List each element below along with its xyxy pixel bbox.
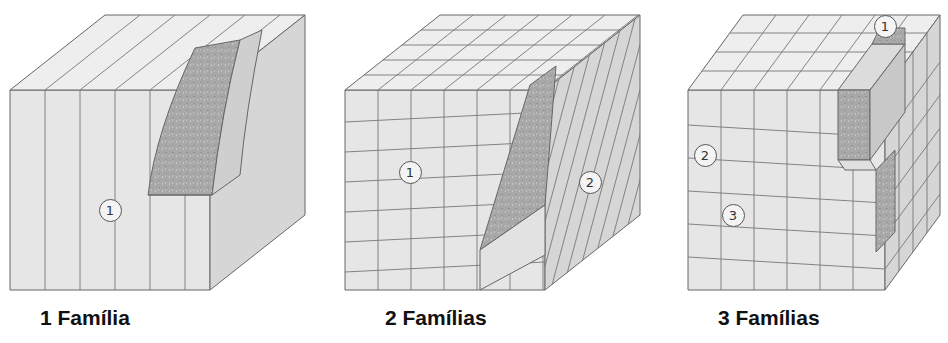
- joint-trace: [560, 0, 640, 300]
- joint-trace: [80, 15, 175, 90]
- joint-trace: [115, 90, 116, 290]
- joint-trace: [609, 15, 704, 90]
- callout-text: 3: [729, 209, 737, 222]
- joint-trace: [411, 90, 412, 290]
- figure-caption: 2 Famílias: [385, 306, 487, 330]
- joint-trace: [345, 112, 545, 122]
- cube-two: [345, 15, 640, 290]
- joint-trace: [477, 90, 478, 290]
- joint-surface: [480, 66, 556, 290]
- joint-trace: [688, 158, 885, 170]
- callout-text: 2: [586, 176, 594, 189]
- joint-trace: [754, 15, 809, 90]
- joint-trace: [444, 90, 445, 290]
- joint-trace: [688, 257, 885, 269]
- figure-caption: 3 Famílias: [718, 306, 820, 330]
- joint-trace: [80, 90, 81, 290]
- joint-trace: [721, 15, 776, 90]
- joint-trace: [584, 0, 664, 300]
- callout-number: 1: [99, 199, 122, 222]
- joint-trace: [608, 0, 688, 300]
- joint-trace: [576, 15, 671, 90]
- cube-three: [688, 15, 940, 290]
- joint-trace: [721, 90, 722, 290]
- joint-surface: [838, 28, 905, 252]
- joint-trace: [913, 52, 914, 252]
- joint-trace: [45, 15, 140, 90]
- joint-trace: [927, 33, 928, 233]
- callout-text: 1: [406, 166, 414, 179]
- joint-trace: [596, 0, 676, 300]
- callout-number: 1: [399, 161, 422, 184]
- joint-trace: [402, 45, 602, 46]
- joint-trace: [572, 0, 652, 300]
- joint-trace: [820, 90, 821, 290]
- joint-trace: [383, 60, 583, 61]
- callout-number: 3: [722, 204, 745, 227]
- joint-trace: [754, 90, 755, 290]
- callout-text: 1: [881, 20, 889, 33]
- joint-trace: [885, 227, 940, 302]
- joint-trace: [543, 15, 638, 90]
- joint-trace: [548, 0, 628, 300]
- joint-trace: [787, 90, 788, 290]
- callout-number: 1: [874, 15, 897, 38]
- joint-trace: [45, 90, 46, 290]
- joint-trace: [787, 15, 842, 90]
- joint-trace: [421, 30, 621, 31]
- figure-caption: 1 Família: [40, 306, 130, 330]
- callout-text: 2: [701, 149, 709, 162]
- cube-one: [10, 15, 305, 290]
- callout-text: 1: [106, 204, 114, 217]
- callout-number: 2: [579, 171, 602, 194]
- callout-number: 2: [694, 144, 717, 167]
- joint-trace: [919, 15, 948, 90]
- joint-trace: [688, 224, 885, 236]
- joint-trace: [688, 191, 885, 203]
- joint-trace: [364, 75, 564, 76]
- joint-trace: [255, 15, 350, 90]
- joint-surface: [148, 30, 262, 195]
